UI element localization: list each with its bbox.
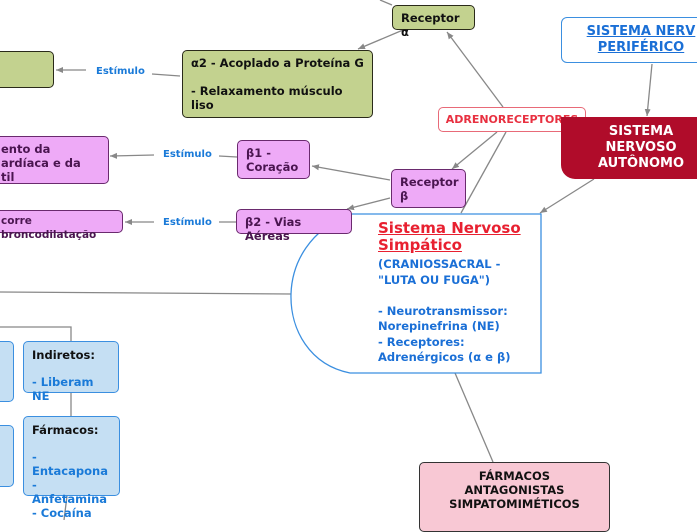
sistema-nervoso-simpatico-node[interactable]: Sistema Nervoso Simpático (CRANIOSSACRAL… <box>378 220 538 370</box>
link-receptor-beta-to-beta1 <box>311 164 391 181</box>
indiretos-title: Indiretos: <box>32 348 95 362</box>
beta1-effect-line-2: ardíaca e da <box>1 156 81 170</box>
simpatico-body: (CRANIOSSACRAL - "LUTA OU FUGA") - Neuro… <box>378 257 538 366</box>
alpha-effect-node[interactable] <box>0 51 54 88</box>
link-stimulus-to-beta1-effect <box>109 152 155 159</box>
indiretos-body: - Liberam NE <box>32 375 94 403</box>
beta1-node[interactable]: β1 - Coração <box>237 140 310 179</box>
beta2-label: β2 - Vias Aéreas <box>245 215 302 243</box>
sna-line-2: NERVOSO <box>605 140 677 155</box>
link-adreno-to-simpatico <box>460 131 507 214</box>
sna-line-1: SISTEMA <box>608 124 674 139</box>
farmacos-title: Fármacos: <box>32 423 99 437</box>
simpatico-title-line-1: Sistema Nervoso <box>378 219 521 237</box>
simpatico-body-line-4: - Neurotransmissor: <box>378 303 508 318</box>
link-farmacos-down <box>63 495 68 520</box>
connector-lines <box>0 0 653 520</box>
simpatico-body-line-7: Adrenérgicos (α e β) <box>378 350 511 364</box>
beta2-node[interactable]: β2 - Vias Aéreas <box>236 209 352 243</box>
beta2-effect-node[interactable]: corre broncodilatação <box>0 210 123 241</box>
snp-line-2: PERIFÉRICO <box>597 40 685 55</box>
simpatico-body-line-1: (CRANIOSSACRAL - <box>378 257 501 271</box>
alpha2-node[interactable]: α2 - Acoplado a Proteína G - Relaxamento… <box>182 50 373 118</box>
stimulus-label-beta2: Estímulo <box>163 217 212 228</box>
farmacos-item-1: - Entacapona <box>32 450 108 478</box>
link-simpatico-to-left <box>0 291 292 295</box>
link-sna-to-simpatico <box>539 178 595 214</box>
receptor-beta-line-2: β <box>400 189 409 203</box>
farmacos-antagonistas-node[interactable]: FÁRMACOS ANTAGONISTAS SIMPATOMIMÉTICOS <box>419 462 610 532</box>
link-receptor-beta-to-beta2 <box>346 197 391 211</box>
simpatico-title: Sistema Nervoso Simpático <box>378 220 538 254</box>
beta1-label: β1 - Coração <box>246 146 299 174</box>
left-blue-node-2[interactable] <box>0 425 14 487</box>
beta1-effect-line-1: ento da <box>1 142 51 156</box>
farmacos-item-3: - Cocaína <box>32 506 92 520</box>
simpatico-body-line-5: Norepinefrina (NE) <box>378 319 500 333</box>
simpatico-node-outline <box>290 213 542 374</box>
indiretos-node[interactable]: Indiretos: - Liberam NE <box>23 341 119 403</box>
link-simpatico-to-antagonistas <box>454 372 494 463</box>
simpatico-body-line-6: - Receptores: <box>378 334 465 349</box>
antagonistas-line-2: ANTAGONISTAS <box>464 483 565 497</box>
alpha2-body: - Relaxamento músculo liso <box>191 84 343 112</box>
alpha2-title: α2 - Acoplado a Proteína G <box>191 56 364 70</box>
snp-line-1: SISTEMA NERV <box>586 24 696 39</box>
link-snp-to-sna <box>644 63 653 117</box>
beta1-effect-line-3: til <box>1 170 15 184</box>
link-top-to-receptor-alpha <box>379 0 393 6</box>
stimulus-label-alpha: Estímulo <box>96 66 145 77</box>
stimulus-label-beta1: Estímulo <box>163 149 212 160</box>
farmacos-node[interactable]: Fármacos: - Entacapona - Anfetamina - Co… <box>23 416 120 520</box>
adrenoreceptores-label: ADRENORECEPTORES <box>445 113 579 126</box>
link-receptor-alpha-to-alpha2 <box>357 29 404 50</box>
link-bracket-indiretos <box>0 326 72 341</box>
left-blue-node-1[interactable] <box>0 341 14 402</box>
receptor-alpha-node[interactable]: Receptor α <box>392 5 475 39</box>
sna-line-3: AUTÔNOMO <box>597 156 685 171</box>
sistema-nervoso-periferico-node[interactable]: SISTEMA NERV PERIFÉRICO <box>561 17 697 63</box>
receptor-beta-line-1: Receptor <box>400 175 459 189</box>
antagonistas-line-1: FÁRMACOS <box>478 469 551 483</box>
simpatico-body-line-2: "LUTA OU FUGA") <box>378 272 491 287</box>
receptor-beta-node[interactable]: Receptor β <box>391 169 466 208</box>
link-beta1-to-stimulus <box>218 155 238 158</box>
beta1-effect-node[interactable]: ento da ardíaca e da til <box>0 136 109 184</box>
link-adreno-to-receptor-beta <box>451 131 498 170</box>
receptor-alpha-label: Receptor α <box>401 11 460 39</box>
beta2-effect-label: corre broncodilatação <box>1 215 97 241</box>
simpatico-title-line-2: Simpático <box>378 236 462 254</box>
sistema-nervoso-autonomo-node[interactable]: SISTEMA NERVOSO AUTÔNOMO <box>561 117 697 179</box>
link-alpha2-to-stimulus <box>151 73 181 77</box>
link-adreno-to-receptor-alpha <box>446 31 504 108</box>
antagonistas-line-3: SIMPATOMIMÉTICOS <box>449 497 580 511</box>
farmacos-item-2: - Anfetamina <box>32 478 108 506</box>
